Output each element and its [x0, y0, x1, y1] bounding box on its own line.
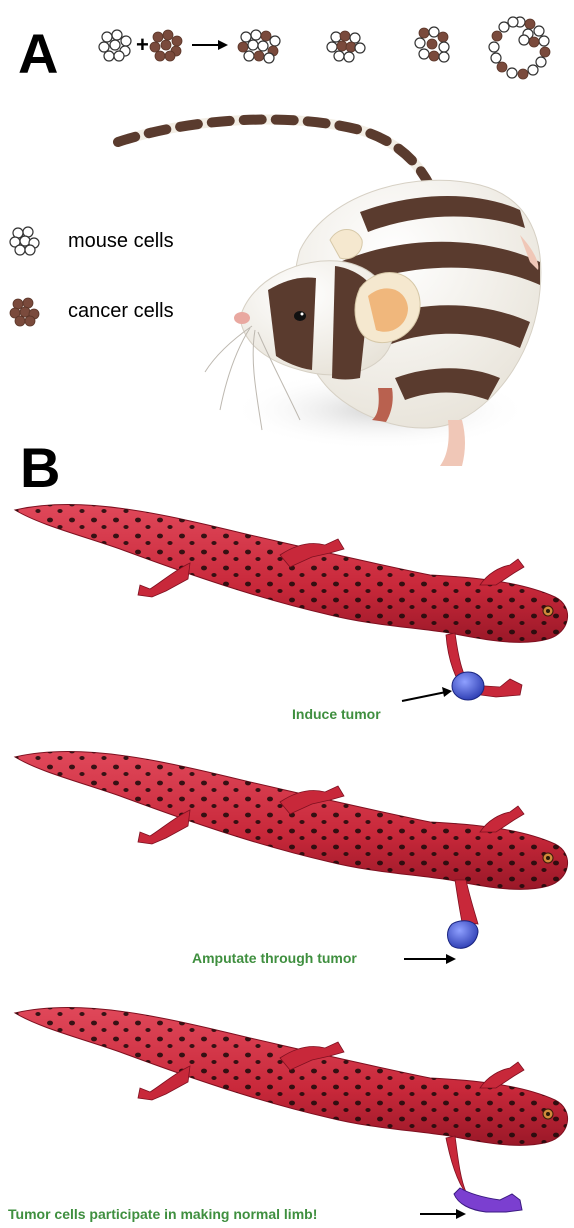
regenerated-limb: [454, 1188, 522, 1212]
salamander-induce-tumor: [15, 504, 568, 701]
salamander-amputate: [15, 751, 568, 964]
tumor: [452, 672, 484, 700]
pointer-arrow: [404, 954, 456, 964]
tumor-stump: [448, 921, 479, 949]
pointer-arrow: [402, 687, 452, 701]
caption-amputate: Amputate through tumor: [192, 950, 357, 966]
caption-induce-tumor: Induce tumor: [292, 706, 381, 722]
pointer-arrow: [420, 1209, 466, 1219]
salamander-regenerated-limb: [15, 1007, 568, 1219]
caption-tumor-participates: Tumor cells participate in making normal…: [8, 1206, 317, 1222]
